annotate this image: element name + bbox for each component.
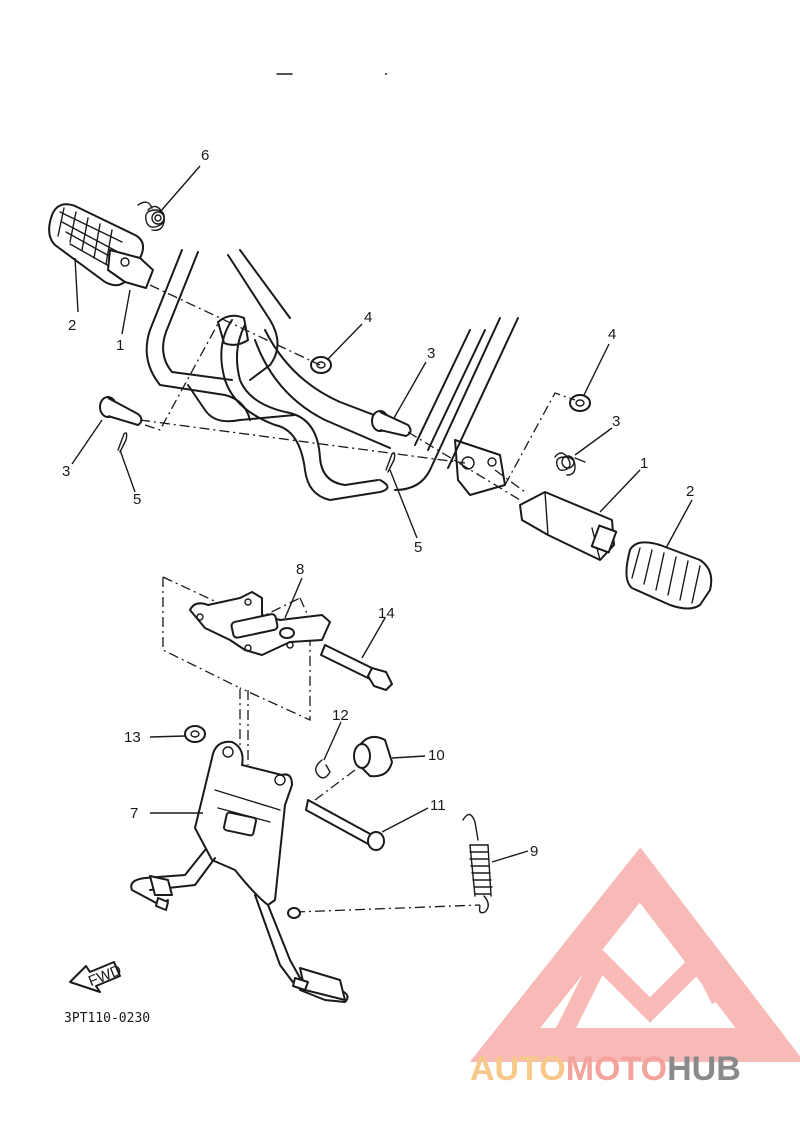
callout: 5 (133, 491, 141, 508)
callout: 7 (130, 805, 138, 822)
fwd-arrow-icon: FWD (69, 961, 124, 993)
callout: 4 (608, 326, 616, 343)
cotter-pin-5-left (117, 432, 128, 453)
watermark-text: AUTOMOTOHUB (470, 1050, 741, 1088)
callout-numbers: 6 2 1 4 3 3 5 4 3 6 5 1 2 8 14 13 12 10 … (62, 147, 694, 860)
washer-4-left (310, 356, 332, 374)
footrest-bracket-right (519, 491, 618, 561)
callout: 6 (201, 147, 209, 164)
callout: 4 (364, 309, 372, 326)
pin-3-left (99, 396, 143, 426)
watermark-logo (469, 847, 800, 1062)
watermark-moto: MOTO (566, 1050, 667, 1088)
callout: 10 (428, 747, 445, 764)
diagram-code: 3PT110-0230 (64, 1011, 150, 1026)
callout: 14 (378, 605, 395, 622)
main-stand-7 (130, 740, 349, 1003)
clip-12 (315, 759, 331, 779)
footrest-rubber-right (625, 541, 713, 610)
washer-13 (184, 725, 206, 743)
callout: 3 (62, 463, 70, 480)
footrest-left (48, 203, 154, 289)
callout: 13 (124, 729, 141, 746)
spring-6-right (554, 452, 586, 476)
callout: 11 (430, 797, 446, 814)
svg-text:AUTOMOTOHUB: AUTOMOTOHUB (470, 1050, 741, 1088)
watermark-hub: HUB (667, 1050, 741, 1088)
spring-6-left (137, 201, 166, 232)
callout: 8 (296, 561, 304, 578)
callout: 3 (427, 345, 435, 362)
callout: 12 (332, 707, 349, 724)
callout: 1 (640, 455, 648, 472)
callout: 2 (68, 317, 76, 334)
callout: 5 (414, 539, 422, 556)
frame-tubes (145, 249, 519, 501)
spring-9 (462, 813, 493, 914)
bush-10 (353, 735, 393, 778)
bolt-14 (320, 644, 393, 691)
callout: 1 (116, 337, 124, 354)
fwd-label: FWD (86, 962, 124, 991)
stand-bracket-8 (189, 591, 331, 656)
shaft-11 (305, 799, 385, 851)
callout-leaders (71, 165, 693, 863)
callout: 2 (686, 483, 694, 500)
pin-3-right (371, 410, 412, 437)
cotter-pin-5-right (385, 452, 396, 473)
watermark-auto: AUTO (470, 1050, 566, 1088)
callout: 9 (530, 843, 538, 860)
callout: 3 (612, 413, 620, 430)
washer-4-right (569, 394, 591, 412)
